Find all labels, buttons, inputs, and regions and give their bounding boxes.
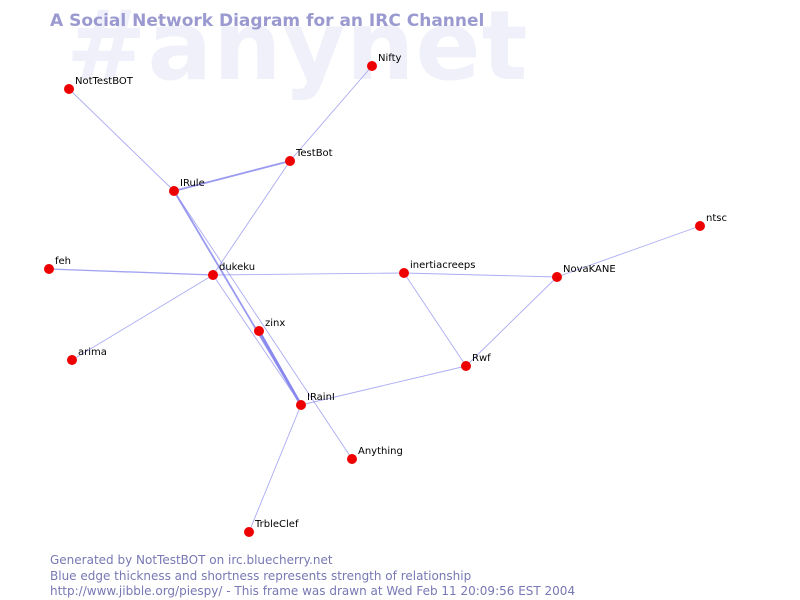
- node-label: feh: [55, 256, 71, 267]
- node-Nifty[interactable]: Nifty: [367, 53, 402, 71]
- node-arima[interactable]: arima: [67, 347, 107, 365]
- node-dot[interactable]: [208, 270, 218, 280]
- edge-NovaKANE-Rwf: [465, 276, 558, 367]
- node-dot[interactable]: [169, 186, 179, 196]
- node-label: zinx: [265, 318, 285, 329]
- node-IRainI[interactable]: IRainI: [296, 392, 335, 410]
- node-Anything[interactable]: Anything: [347, 446, 403, 464]
- node-dot[interactable]: [695, 221, 705, 231]
- node-dot[interactable]: [296, 400, 306, 410]
- edge-inertiacreeps-NovaKANE: [403, 272, 558, 278]
- node-dot[interactable]: [64, 84, 74, 94]
- node-label: IRainI: [307, 392, 335, 403]
- node-feh[interactable]: feh: [44, 256, 71, 274]
- node-dot[interactable]: [44, 264, 54, 274]
- node-IRule[interactable]: IRule: [169, 178, 205, 196]
- edge-dukeku-arima: [71, 274, 214, 361]
- edge-Nifty-TestBot: [289, 65, 373, 162]
- node-label: TestBot: [295, 148, 333, 159]
- node-dot[interactable]: [347, 454, 357, 464]
- node-TrbleClef[interactable]: TrbleClef: [244, 519, 299, 537]
- edge-feh-dukeku: [48, 268, 214, 276]
- node-dot[interactable]: [244, 527, 254, 537]
- node-dot[interactable]: [285, 156, 295, 166]
- node-dot[interactable]: [67, 355, 77, 365]
- node-dot[interactable]: [399, 268, 409, 278]
- node-label: NovaKANE: [563, 264, 616, 275]
- edge-dukeku-IRainI: [212, 274, 302, 406]
- node-label: Rwf: [472, 353, 491, 364]
- node-NotTestBOT[interactable]: NotTestBOT: [64, 76, 134, 94]
- edge-NotTestBOT-IRule: [68, 88, 175, 192]
- edges-layer: [48, 65, 701, 533]
- edge-zinx-IRainI: [257, 330, 303, 406]
- node-dot[interactable]: [552, 272, 562, 282]
- edge-IRule-TestBot: [173, 160, 291, 192]
- edge-IRule-Anything: [173, 190, 353, 460]
- node-label: Anything: [358, 446, 403, 457]
- node-label: arima: [78, 347, 107, 358]
- node-label: TrbleClef: [254, 519, 299, 530]
- node-TestBot[interactable]: TestBot: [285, 148, 333, 166]
- node-dukeku[interactable]: dukeku: [208, 262, 255, 280]
- node-label: dukeku: [219, 262, 255, 273]
- edge-NovaKANE-ntsc: [556, 225, 701, 278]
- footer-generated-by: Generated by NotTestBOT on irc.bluecherr…: [50, 553, 333, 567]
- edge-Rwf-IRainI: [300, 365, 467, 406]
- node-zinx[interactable]: zinx: [254, 318, 285, 336]
- node-label: inertiacreeps: [410, 260, 475, 271]
- node-dot[interactable]: [367, 61, 377, 71]
- node-label: ntsc: [706, 213, 727, 224]
- node-ntsc[interactable]: ntsc: [695, 213, 727, 231]
- node-inertiacreeps[interactable]: inertiacreeps: [399, 260, 475, 278]
- edge-TestBot-dukeku: [212, 160, 291, 276]
- node-NovaKANE[interactable]: NovaKANE: [552, 264, 616, 282]
- node-Rwf[interactable]: Rwf: [461, 353, 491, 371]
- edge-IRainI-TrbleClef: [248, 404, 302, 533]
- node-label: NotTestBOT: [75, 76, 134, 87]
- channel-watermark: #anynet: [66, 0, 529, 102]
- footer-legend-note: Blue edge thickness and shortness repres…: [50, 569, 472, 583]
- edge-dukeku-inertiacreeps: [212, 272, 405, 276]
- node-label: IRule: [180, 178, 205, 189]
- footer-url-timestamp: http://www.jibble.org/piespy/ - This fra…: [50, 584, 576, 598]
- diagram-title: A Social Network Diagram for an IRC Chan…: [50, 11, 485, 31]
- node-label: Nifty: [378, 53, 402, 64]
- node-dot[interactable]: [461, 361, 471, 371]
- node-dot[interactable]: [254, 326, 264, 336]
- edge-inertiacreeps-Rwf: [403, 272, 467, 367]
